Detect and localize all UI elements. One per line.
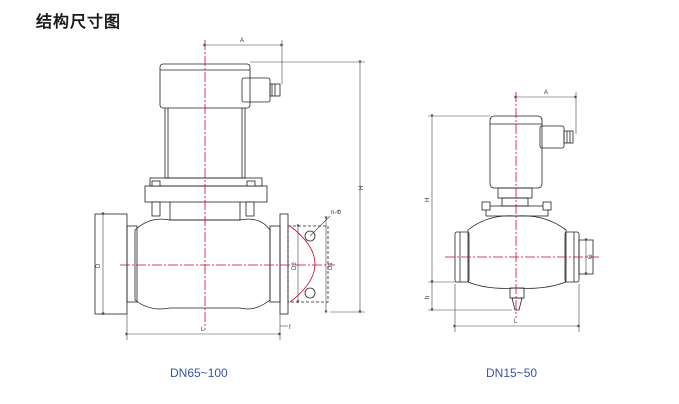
- left-bonnet-flange: [149, 177, 263, 187]
- left-dim-d: D: [96, 263, 102, 268]
- right-dim-g: G: [588, 254, 594, 259]
- right-cable-gland: [563, 130, 574, 144]
- left-junction-box: [241, 77, 271, 103]
- right-dim-h: H: [425, 198, 431, 202]
- left-dim-f: f: [289, 325, 291, 331]
- right-valve-drawing: [454, 115, 594, 311]
- page-title: 结构尺寸图: [36, 12, 122, 31]
- left-dim-a: A: [240, 38, 244, 44]
- left-dim-d1: D1: [328, 262, 334, 270]
- right-junction-box: [539, 125, 565, 149]
- right-dim-l: L: [514, 319, 518, 325]
- left-valve-drawing: [94, 63, 329, 315]
- left-dim-d2: D2: [292, 262, 298, 270]
- right-drain-plug: [511, 297, 523, 311]
- left-bonnet-flange-2: [144, 185, 268, 203]
- left-caption: DN65~100: [170, 366, 228, 380]
- right-dimensions: [428, 92, 588, 332]
- left-outlet-flange: [279, 213, 289, 315]
- left-dimensions: [101, 40, 365, 340]
- right-dim-small-h: h: [425, 296, 431, 299]
- left-bolt-hole-bottom: [304, 287, 316, 299]
- right-dim-a: A: [544, 90, 548, 96]
- left-dim-l: L: [201, 327, 205, 333]
- right-centerlines: [445, 92, 600, 318]
- left-dim-nd: n-Φ: [331, 210, 341, 216]
- left-bolt-hole-top: [304, 230, 316, 242]
- right-caption: DN15~50: [486, 366, 538, 380]
- left-valve-body: [134, 218, 271, 310]
- right-valve-body: [467, 215, 567, 289]
- left-dim-h: H: [359, 186, 365, 190]
